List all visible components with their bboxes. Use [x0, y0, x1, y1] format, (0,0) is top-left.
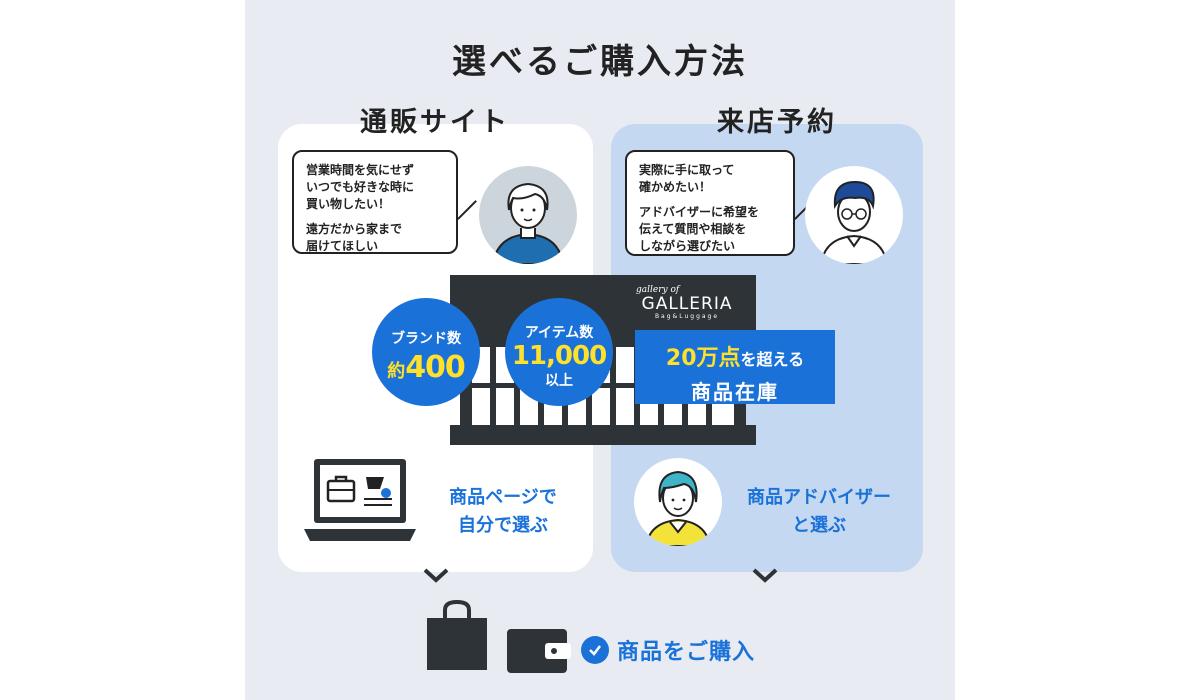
check-circle-icon [581, 636, 609, 664]
item-count-value: 11,000 [511, 341, 607, 371]
purchase-label: 商品をご購入 [617, 640, 756, 665]
man-avatar-icon [805, 166, 903, 264]
brand-count-label: ブランド数 [391, 331, 461, 347]
purchase-label-group: 商品をご購入 [581, 634, 755, 666]
wallet-icon [507, 629, 571, 673]
brand-count-badge: ブランド数 約400 [372, 298, 480, 406]
store-bubble-text-1: 実際に手に取って 確かめたい！ [639, 163, 735, 194]
online-bubble-text-1: 営業時間を気にせず いつでも好きな時に 買い物したい！ [306, 163, 415, 211]
advisor-avatar-icon [634, 458, 722, 546]
online-action-text: 商品ページで 自分で選ぶ [449, 487, 557, 536]
page-title: 選べるご購入方法 [452, 42, 748, 82]
woman-avatar-icon [479, 166, 577, 264]
online-bubble-text-2: 遠方だから家まで 届けてほしい [306, 222, 403, 253]
online-speech-bubble: 営業時間を気にせず いつでも好きな時に 買い物したい！ 遠方だから家まで 届けて… [292, 150, 458, 254]
logo-script: gallery of [636, 285, 680, 295]
stock-value: 20万点 [665, 346, 741, 371]
chevron-down-icon [752, 568, 778, 583]
store-bubble-text-2: アドバイザーに希望を 伝えて質問や相談を しながら選びたい [639, 205, 760, 253]
stock-badge: 20万点を超える 商品在庫 [635, 330, 835, 404]
store-speech-bubble: 実際に手に取って 確かめたい！ アドバイザーに希望を 伝えて質問や相談を しなが… [625, 150, 795, 256]
logo-sub: Bag&Luggage [654, 313, 720, 320]
laptop-shop-icon [300, 453, 420, 553]
stock-mid: を超える [740, 350, 805, 369]
brand-count-prefix: 約 [387, 361, 406, 382]
brand-count-value: 400 [405, 350, 466, 385]
online-heading: 通販サイト [360, 107, 510, 138]
logo-name: GALLERIA [641, 294, 733, 314]
chevron-down-icon [423, 568, 449, 583]
item-count-suffix: 以上 [545, 373, 573, 389]
store-action-text: 商品アドバイザー と選ぶ [747, 487, 891, 536]
store-visit-heading: 来店予約 [717, 107, 837, 138]
item-count-label: アイテム数 [524, 325, 594, 341]
stock-label: 商品在庫 [691, 380, 779, 404]
item-count-badge: アイテム数 11,000 以上 [505, 298, 613, 406]
shopping-bag-icon [427, 600, 487, 670]
store-logo: gallery of GALLERIA Bag&Luggage [628, 285, 746, 320]
infographic-panel: 選べるご購入方法 通販サイト 来店予約 営業時間を気にせず いつでも好きな時に … [245, 0, 955, 700]
